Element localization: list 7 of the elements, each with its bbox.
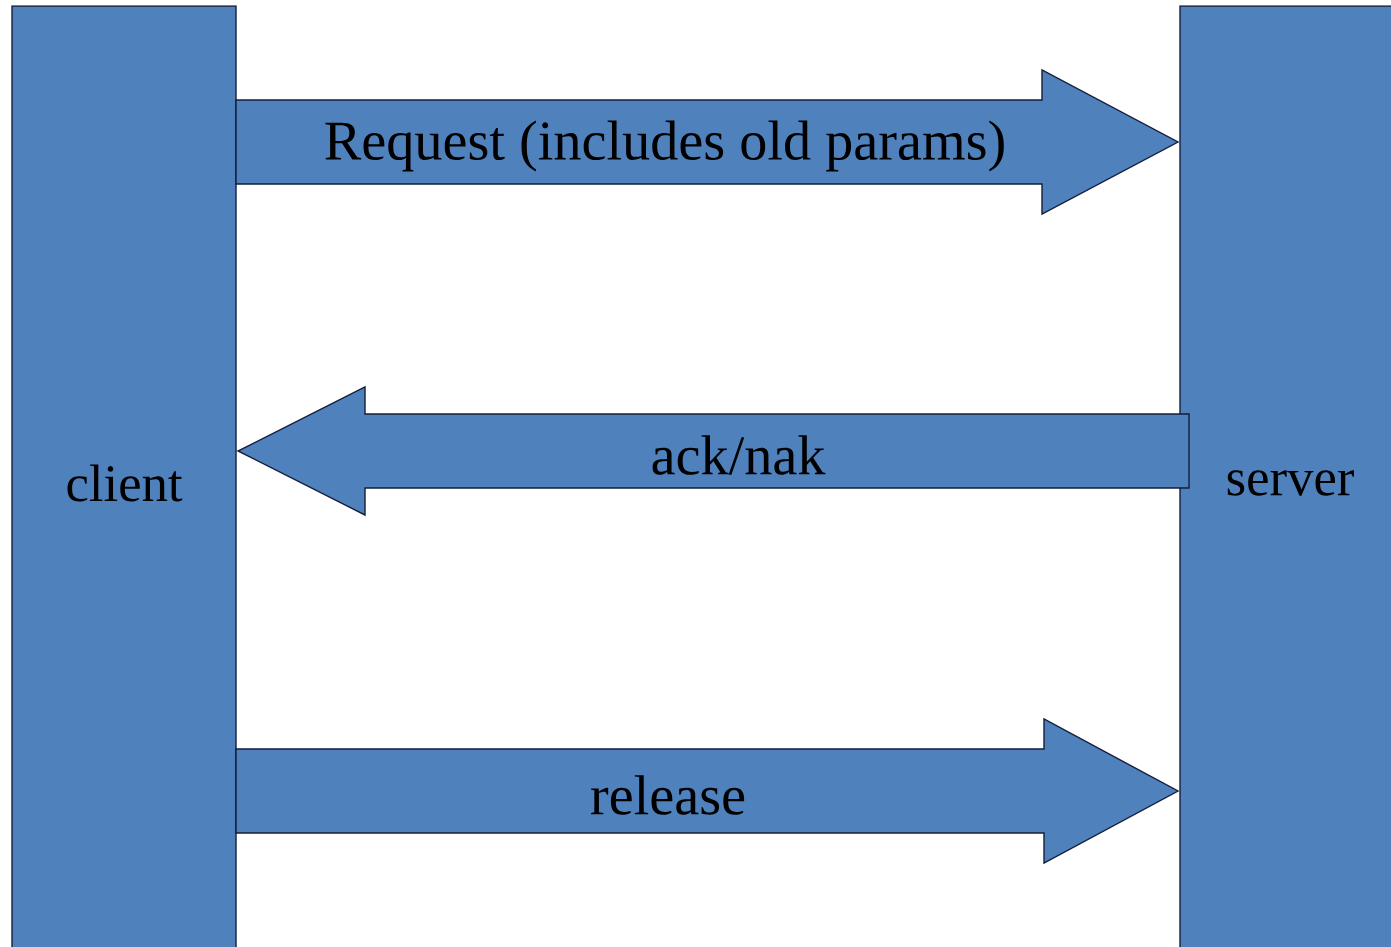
lifeline-bar: server: [1179, 5, 1391, 947]
block-arrow: [236, 385, 1190, 517]
edge-label: ack/nak: [648, 433, 828, 477]
block-arrow: [235, 717, 1180, 865]
edge-label: release: [588, 773, 748, 817]
edge-label: Request (includes old params): [322, 118, 1008, 174]
lifeline-bar: client: [11, 5, 237, 947]
